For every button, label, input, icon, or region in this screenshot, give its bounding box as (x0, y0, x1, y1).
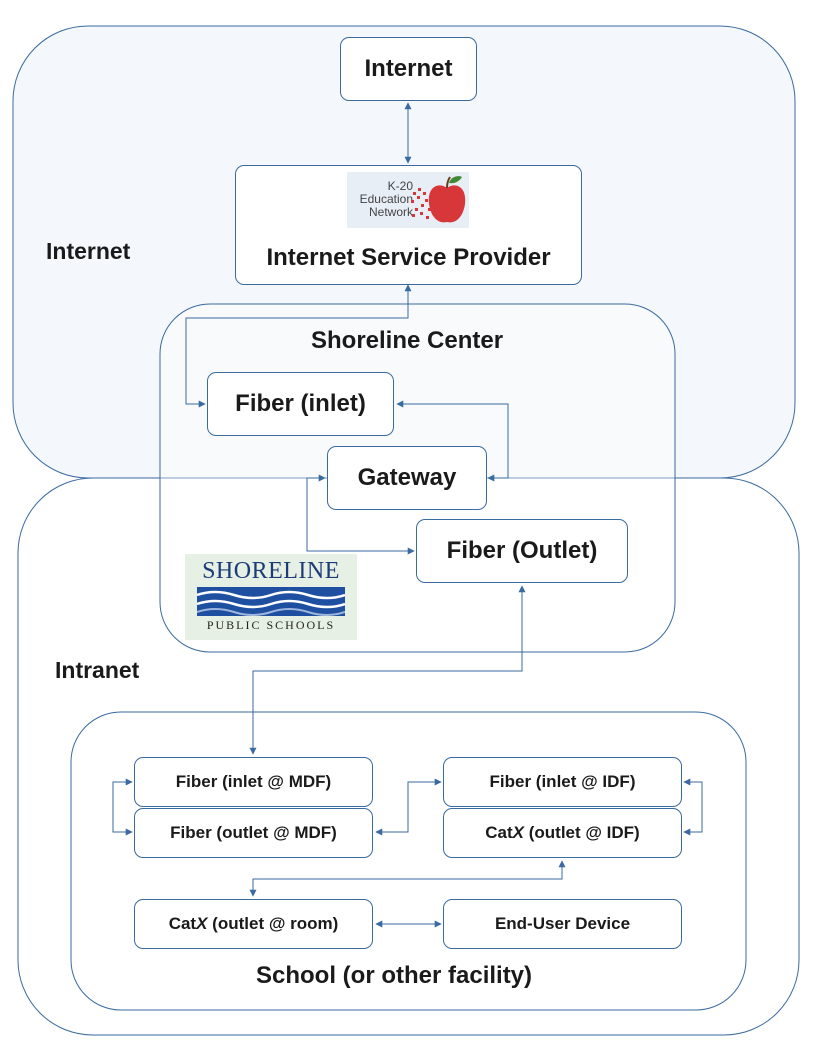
connector-mdf-outlet-idf-inlet (375, 778, 442, 836)
school-label: School (or other facility) (256, 962, 533, 989)
k20-logo-text: K-20 Education Network (359, 179, 413, 219)
shoreline-center-label: Shoreline Center (311, 327, 504, 354)
connector-isp-fiber-inlet (185, 284, 412, 408)
shoreline-waves-icon (197, 587, 345, 616)
gateway-node: Gateway (327, 446, 487, 510)
connector-idf-outlet-room (249, 860, 566, 897)
fiber-inlet-node: Fiber (inlet) (207, 372, 394, 436)
shoreline-logo-name: SHORELINE (202, 558, 340, 584)
fiber-inlet-idf-node: Fiber (inlet @ IDF) (443, 757, 682, 807)
shoreline-logo-subtitle: PUBLIC SCHOOLS (206, 618, 336, 632)
internet-zone-label: Internet (46, 238, 131, 264)
connector-fiber-outlet-mdf (249, 585, 526, 755)
isp-label: Internet Service Provider (266, 244, 551, 271)
fiber-outlet-mdf-node: Fiber (outlet @ MDF) (134, 808, 373, 858)
shoreline-public-schools-logo: SHORELINE PUBLIC SCHOOLS (185, 554, 357, 640)
connector-idf-inlet-outlet (683, 778, 703, 836)
connector-gateway-fiber-inlet (396, 400, 509, 482)
end-user-device-node: End-User Device (443, 899, 682, 949)
connector-gateway-fiber-outlet (306, 474, 415, 555)
fiber-inlet-mdf-node: Fiber (inlet @ MDF) (134, 757, 373, 807)
k20-education-network-logo: K-20 Education Network (347, 172, 469, 228)
internet-node: Internet (340, 37, 477, 101)
intranet-zone-label: Intranet (55, 657, 140, 683)
k20-apple-icon (411, 176, 466, 223)
fiber-outlet-node: Fiber (Outlet) (416, 519, 628, 583)
connector-mdf-inlet-outlet (112, 778, 133, 836)
